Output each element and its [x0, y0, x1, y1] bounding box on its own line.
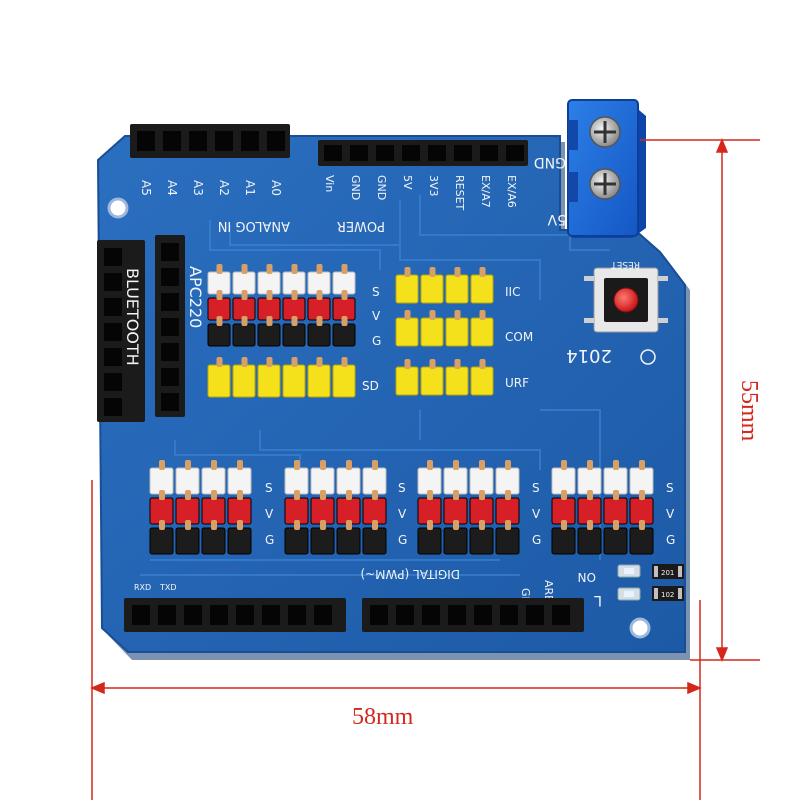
dimension-lines: [90, 138, 760, 800]
pin-label-a5: A5: [139, 180, 153, 196]
digital-pwm-label: DIGITAL (PWM~): [360, 567, 460, 581]
pin-label-a0: A0: [269, 180, 283, 196]
resistor-label-2: 102: [661, 591, 674, 599]
pin-row-label: G: [666, 533, 675, 547]
pin-row-label: S: [532, 481, 540, 495]
digital-header-left: [124, 598, 346, 632]
terminal-gnd-label: GND: [534, 154, 566, 170]
copyright-icon: [640, 349, 656, 365]
sd-label: SD: [362, 379, 379, 393]
digital-header-right: [362, 598, 584, 632]
l-label: L: [594, 592, 602, 608]
power-pin-labels: Vin GND GND 5V 3V3 RESET EX/A7 EX/A6: [323, 175, 518, 211]
label-g: G: [372, 334, 381, 348]
pin-row-label: G: [265, 533, 274, 547]
bluetooth-header: [97, 240, 145, 422]
analog-header: [130, 124, 290, 158]
reset-button-label: RESET: [611, 259, 640, 269]
serial-labels: RXD TXD: [134, 583, 177, 592]
mounting-hole: [629, 617, 651, 639]
height-dimension-label: 55mm: [736, 380, 762, 442]
pin-row-label: S: [265, 481, 273, 495]
urf-pin-row: [395, 359, 494, 396]
pin-label-exa7: EX/A7: [479, 175, 492, 208]
digital-pin-block-2: [284, 460, 387, 555]
txd-label: TXD: [159, 583, 177, 592]
rxd-label: RXD: [134, 583, 151, 592]
resistor-label-1: 201: [661, 569, 674, 577]
terminal-5v-label: 5V: [547, 211, 566, 227]
power-label: POWER: [337, 218, 385, 233]
analog-pin-labels: A5 A4 A3 A2 A1 A0: [139, 180, 283, 196]
pin-label-a4: A4: [165, 180, 179, 196]
resistor-icon: [652, 564, 684, 579]
label-v: V: [372, 309, 381, 323]
apc220-label: APC220: [186, 266, 205, 328]
pin-row-label: G: [398, 533, 407, 547]
com-label: COM: [505, 330, 533, 344]
digital-pin-block-4: [551, 460, 654, 555]
bluetooth-label: BLUETOOTH: [123, 268, 142, 366]
screw-terminal-icon: [567, 99, 646, 238]
pin-label-3v3: 3V3: [427, 175, 440, 197]
pin-label-a1: A1: [243, 180, 257, 196]
com-pin-row: [395, 310, 494, 347]
iic-label: IIC: [505, 285, 520, 299]
power-header: [318, 140, 528, 166]
pin-label-a2: A2: [217, 180, 231, 196]
digital-pin-block-3: [417, 460, 520, 555]
analog-in-label: ANALOG IN: [218, 218, 290, 233]
width-dimension-label: 58mm: [352, 704, 414, 730]
resistor-labels: 201 102: [661, 569, 674, 599]
pin-label-a3: A3: [191, 180, 205, 196]
year-label: 2014: [566, 345, 612, 366]
svg-labels-top: S V G: [372, 285, 381, 348]
apc-sensor-pin-block: [207, 264, 356, 347]
pin-label-gnd: GND: [349, 175, 362, 200]
sd-pin-row: [207, 357, 356, 398]
pin-row-label: G: [532, 533, 541, 547]
mounting-hole: [107, 197, 129, 219]
pin-row-label: V: [265, 507, 274, 521]
pin-row-label: S: [666, 481, 674, 495]
pin-label-exa6: EX/A6: [505, 175, 518, 208]
reset-button: [584, 267, 668, 333]
pin-label-reset: RESET: [453, 175, 466, 211]
interface-labels: IIC COM URF: [505, 285, 533, 390]
resistor-icon: [652, 586, 684, 601]
label-s: S: [372, 285, 380, 299]
on-label: ON: [578, 570, 596, 584]
pin-row-label: V: [532, 507, 541, 521]
pin-label-vin: Vin: [323, 175, 336, 192]
apc220-header: [155, 235, 185, 417]
pin-row-label: V: [666, 507, 675, 521]
pin-row-label: V: [398, 507, 407, 521]
pin-label-gnd: GND: [375, 175, 388, 200]
iic-pin-row: [395, 267, 494, 304]
pin-row-label: S: [398, 481, 406, 495]
pin-label-5v: 5V: [401, 175, 414, 190]
urf-label: URF: [505, 376, 529, 390]
digital-pin-block-1: [149, 460, 252, 555]
status-leds: [617, 564, 684, 601]
